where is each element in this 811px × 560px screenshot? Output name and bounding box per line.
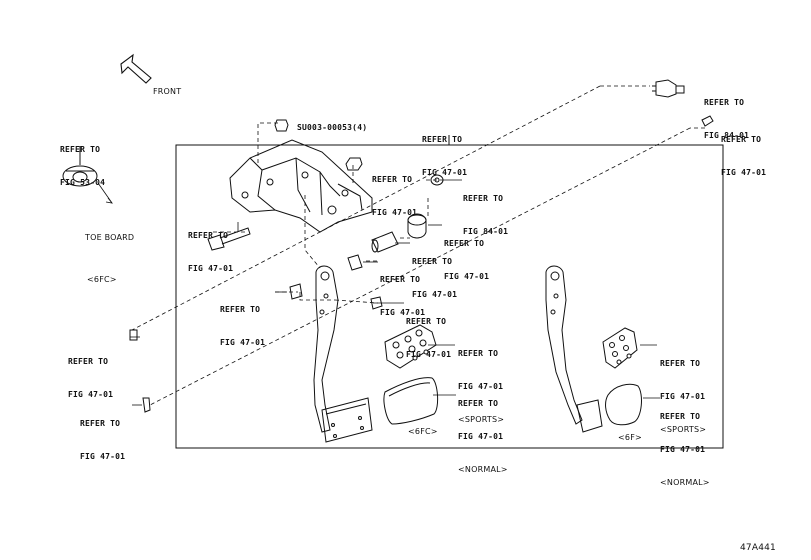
front-label: FRONT	[153, 87, 182, 96]
toe-board-line2: <6FC>	[87, 275, 117, 284]
assembly-frame	[175, 144, 724, 449]
ref-line2: FIG 47-01	[422, 168, 468, 177]
bushings	[289, 213, 427, 310]
ref-sports-pad-6fc[interactable]: REFER TO FIG 47-01 <SPORTS>	[458, 326, 504, 436]
normal-pad-6fc	[383, 377, 439, 425]
ref-fig-53-04[interactable]: REFER TO FIG 53-04	[60, 122, 105, 199]
ref-fig-47-frame[interactable]: REFER TO FIG 47-01	[422, 112, 467, 189]
ref-line2: FIG 47-01	[188, 264, 234, 273]
ref-fig-47-pin[interactable]: REFER TO FIG 47-01	[412, 234, 457, 311]
ref-line2: FIG 47-01	[660, 445, 706, 454]
ref-line2: FIG 47-01	[68, 390, 114, 399]
ref-line1: REFER TO	[422, 135, 463, 144]
ref-line2: FIG 47-01	[372, 208, 418, 217]
ref-sports-pad-6f[interactable]: REFER TO FIG 47-01 <SPORTS>	[660, 336, 706, 446]
ref-line1: REFER TO	[188, 231, 229, 240]
normal-pad-6f	[605, 383, 642, 426]
variant-6fc-label: <6FC>	[408, 427, 438, 436]
ref-fig-47-nut[interactable]: REFER TO FIG 47-01	[372, 152, 417, 229]
ref-line1: REFER TO	[380, 275, 421, 284]
front-arrow-icon	[120, 53, 152, 84]
ref-line1: REFER TO	[660, 359, 701, 368]
clip-left	[129, 329, 151, 413]
ref-normal-pad-6f[interactable]: REFER TO FIG 47-01 <NORMAL>	[660, 389, 710, 499]
ref-line1: REFER TO	[463, 194, 504, 203]
toe-board-line1: TOE BOARD	[85, 233, 135, 242]
ref-line1: REFER TO	[458, 399, 499, 408]
ref-line2: FIG 47-01	[220, 338, 266, 347]
pedal-bracket	[229, 139, 373, 233]
toe-board-label: TOE BOARD <6FC>	[85, 203, 134, 301]
ref-fig-47-bushing-1[interactable]: REFER TO FIG 47-01	[444, 216, 489, 293]
bolt-top	[274, 119, 363, 197]
ref-line2: FIG 84-01	[704, 131, 750, 140]
toe-board-grommet	[62, 146, 98, 187]
ref-line3: <NORMAL>	[458, 465, 508, 474]
ref-line3: <NORMAL>	[660, 478, 710, 487]
ref-fig-47-bushing-2[interactable]: REFER TO FIG 47-01	[380, 252, 425, 329]
ref-fig-47-left-2[interactable]: REFER TO FIG 47-01	[80, 396, 125, 473]
ref-line1: REFER TO	[444, 239, 485, 248]
ref-line1: REFER TO	[60, 145, 101, 154]
ref-fig-47-top-right[interactable]: REFER TO FIG 47-01	[721, 112, 766, 189]
sports-pad-6f	[602, 327, 638, 369]
brake-pedal-arm	[545, 265, 583, 425]
ref-fig-47-bolt[interactable]: REFER TO FIG 47-01	[188, 208, 233, 285]
clip-top-right	[701, 115, 714, 127]
ref-line2: FIG 47-01	[660, 392, 706, 401]
stop-lamp-switch	[652, 79, 685, 98]
pedal-plate-6f	[576, 399, 603, 433]
ref-line2: FIG 84-01	[463, 227, 509, 236]
pedal-plate-6fc	[321, 397, 373, 443]
ref-line2: FIG 53-04	[60, 178, 106, 187]
ref-line3: <SPORTS>	[458, 415, 505, 424]
ref-line1: REFER TO	[458, 349, 499, 358]
ref-line1: REFER TO	[704, 98, 745, 107]
ref-line2: FIG 47-01	[458, 432, 504, 441]
ref-line2: FIG 47-01	[406, 350, 452, 359]
ref-line1: REFER TO	[68, 357, 109, 366]
ref-fig-84-top[interactable]: REFER TO FIG 84-01	[704, 75, 749, 152]
ref-line1: REFER TO	[660, 412, 701, 421]
ref-line3: <SPORTS>	[660, 425, 707, 434]
ref-line2: FIG 47-01	[412, 290, 458, 299]
clutch-pedal-arm	[313, 265, 339, 433]
ref-line1: REFER TO	[372, 175, 413, 184]
ref-fig-84-washer[interactable]: REFER TO FIG 84-01	[463, 171, 508, 248]
sports-pad-6fc	[384, 324, 437, 369]
long-bolt	[207, 227, 251, 251]
ref-line1: REFER TO	[80, 419, 121, 428]
ref-line2: FIG 47-01	[444, 272, 490, 281]
ref-normal-pad-6fc[interactable]: REFER TO FIG 47-01 <NORMAL>	[458, 376, 508, 486]
washer	[430, 174, 444, 186]
ref-line2: FIG 47-01	[458, 382, 504, 391]
ref-line1: REFER TO	[412, 257, 453, 266]
variant-6f-label: <6F>	[618, 433, 642, 442]
diagram-code: 47A441	[740, 543, 776, 553]
ref-line1: REFER TO	[220, 305, 261, 314]
ref-line2: FIG 47-01	[80, 452, 126, 461]
ref-fig-47-clip[interactable]: REFER TO FIG 47-01	[220, 282, 265, 359]
ref-fig-47-stopper[interactable]: REFER TO FIG 47-01	[406, 294, 451, 371]
ref-line2: FIG 47-01	[380, 308, 426, 317]
part-number-label[interactable]: SU003-00053(4)	[297, 123, 368, 132]
ref-line1: REFER TO	[406, 317, 447, 326]
ref-line1: REFER TO	[721, 135, 762, 144]
ref-line2: FIG 47-01	[721, 168, 767, 177]
ref-fig-47-left-1[interactable]: REFER TO FIG 47-01	[68, 334, 113, 411]
